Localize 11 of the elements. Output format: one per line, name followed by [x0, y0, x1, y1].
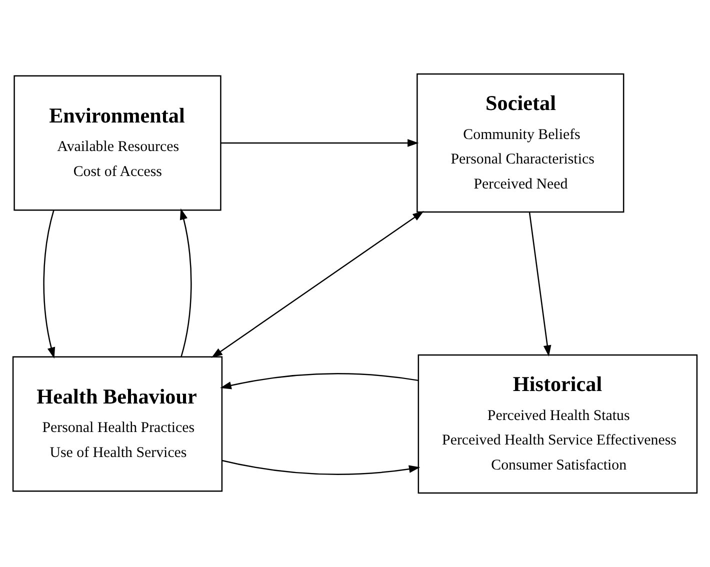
- arrow: [528, 212, 552, 357]
- arrow: [222, 460, 420, 475]
- arrow: [43, 210, 56, 359]
- arrow: [220, 139, 419, 147]
- node-box: Health Behaviour Personal Health Practices Use of Health Services: [12, 356, 223, 492]
- node-box: Historical Perceived Health Status Perceived Health Service Effectiveness Consumer Satisfaction: [418, 354, 698, 494]
- arrow: [220, 373, 418, 390]
- arrow: [211, 210, 424, 358]
- node-box: Societal Community Beliefs Personal Characteristics Perceived Need: [416, 73, 624, 213]
- node-box: Environmental Available Resources Cost of Access: [14, 75, 222, 211]
- arrow: [180, 208, 192, 357]
